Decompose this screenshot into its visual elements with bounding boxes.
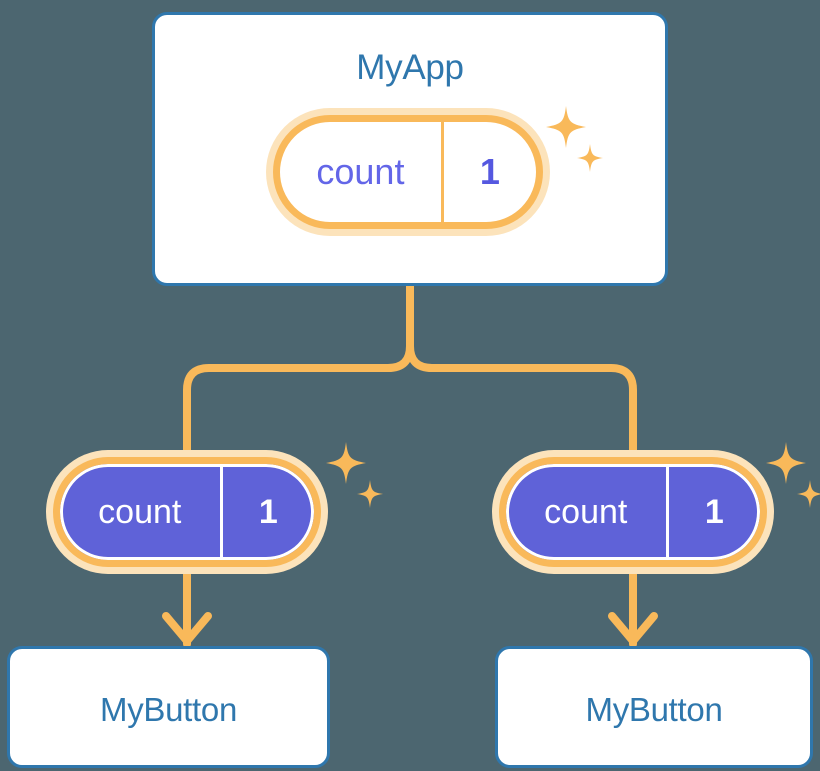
connector-right-branch xyxy=(406,282,637,456)
connector-left-branch xyxy=(183,282,414,456)
state-pill-body: count 1 xyxy=(499,457,767,567)
state-pill-myapp[interactable]: count 1 xyxy=(266,108,550,236)
sparkle-icon xyxy=(326,442,383,508)
state-pill-key: count xyxy=(506,464,669,560)
state-pill-key: count xyxy=(60,464,223,560)
state-pill-value: 1 xyxy=(258,492,278,531)
component-title-myapp: MyApp xyxy=(356,48,464,87)
state-pill-value: 1 xyxy=(479,151,500,192)
component-card-mybutton-right[interactable]: MyButton xyxy=(495,646,813,768)
state-pill-body: count 1 xyxy=(53,457,321,567)
state-pill-value: 1 xyxy=(704,492,724,531)
component-title-mybutton-left: MyButton xyxy=(100,691,237,728)
state-pill-right[interactable]: count 1 xyxy=(492,450,774,574)
state-pill-body: count 1 xyxy=(273,115,543,229)
arrow-head-left-icon xyxy=(162,612,212,645)
state-pill-left[interactable]: count 1 xyxy=(46,450,328,574)
state-pill-key: count xyxy=(280,122,444,222)
arrow-head-right-icon xyxy=(608,612,658,645)
component-card-mybutton-left[interactable]: MyButton xyxy=(7,646,330,768)
component-title-mybutton-right: MyButton xyxy=(585,691,723,728)
